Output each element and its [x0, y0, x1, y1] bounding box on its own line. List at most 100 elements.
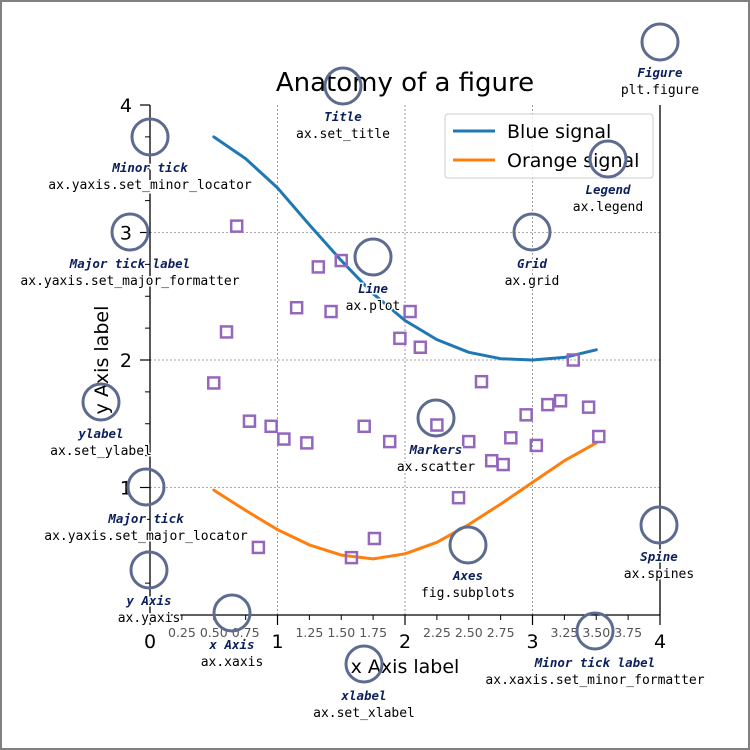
legend-annotation-title: Legend [585, 182, 631, 197]
spine-annotation-title: Spine [640, 549, 678, 564]
scatter-marker [324, 304, 338, 319]
scatter-marker [334, 253, 348, 268]
scatter-marker [413, 340, 428, 354]
markers-annotation-code: ax.scatter [397, 460, 475, 475]
figure-annotation-title: Figure [637, 65, 683, 80]
ylabel-annotation-title: ylabel [77, 426, 123, 441]
figure-annotation-code: plt.figure [621, 83, 699, 98]
scatter-marker [496, 457, 510, 472]
x-major-tick-label: 3 [526, 631, 538, 653]
markers-annotation-title: Markers [409, 442, 463, 457]
markers-annotation-marker [416, 398, 456, 438]
scatter-marker [403, 304, 417, 319]
minor-tick-label-annotation-marker [575, 611, 615, 651]
line-annotation-marker [353, 237, 393, 277]
x-minor-tick-label: 1.50 [327, 625, 355, 640]
scatter-marker [382, 434, 397, 449]
blue-signal-line [212, 135, 598, 362]
scatter-marker [207, 376, 221, 390]
x-minor-tick-label: 1.25 [295, 625, 323, 640]
chart-title: Anatomy of a figure [276, 68, 534, 98]
legend-annotation-marker [588, 139, 628, 179]
scatter-marker [451, 490, 466, 505]
scatter-marker [229, 219, 244, 233]
grid-annotation-title: Grid [517, 256, 548, 271]
ylabel-annotation-code: ax.set_ylabel [50, 444, 152, 459]
grid-annotation-marker [512, 212, 552, 252]
minor-tick-annotation-title: Minor tick [111, 160, 188, 175]
x-axis-annotation-title: x Axis [208, 637, 254, 652]
scatter-marker [251, 540, 266, 555]
ylabel-annotation-marker [81, 382, 121, 422]
y-major-tick-label: 4 [120, 95, 132, 117]
axes-spines [149, 105, 661, 616]
y-axis-label: y Axis label [91, 306, 113, 415]
x-axis-label: x Axis label [351, 656, 460, 678]
scatter-marker [430, 418, 444, 432]
x-major-tick-label: 1 [271, 631, 283, 653]
major-tick-annotation-marker [126, 467, 166, 507]
line-annotation-title: Line [358, 281, 389, 296]
scatter-marker [277, 432, 291, 446]
scatter-marker [581, 400, 596, 414]
scatter-marker [541, 397, 555, 412]
major-tick-label-annotation-marker [110, 212, 150, 252]
x-minor-tick-label: 2.25 [423, 625, 451, 640]
figure-annotation-marker [640, 22, 680, 62]
x-minor-tick-label: 3.75 [614, 625, 642, 640]
y-axis-annotation-title: y Axis [125, 593, 171, 608]
x-minor-tick-label: 2.50 [455, 625, 483, 640]
scatter-marker [300, 436, 314, 450]
y-axis-annotation-marker [129, 550, 169, 590]
scatter-marker [474, 374, 489, 389]
scatter-marker [357, 419, 371, 434]
data-series [207, 135, 606, 565]
line-annotation-code: ax.plot [346, 299, 401, 314]
scatter-marker [264, 419, 278, 434]
x-minor-tick-label: 0.25 [168, 625, 196, 640]
major-tick-annotation-title: Major tick [107, 511, 184, 526]
axes-annotation-marker [448, 525, 488, 565]
grid-annotation-code: ax.grid [505, 274, 560, 289]
title-annotation-marker [323, 66, 363, 106]
title-annotation-code: ax.set_title [296, 127, 390, 142]
x-major-tick-label: 4 [654, 631, 666, 653]
scatter-marker [242, 414, 257, 428]
scatter-marker [344, 550, 359, 565]
xlabel-annotation-title: xlabel [340, 688, 386, 703]
x-major-tick-label: 0 [144, 631, 156, 653]
scatter-marker [519, 408, 533, 422]
scatter-marker [462, 434, 476, 449]
major-tick-label-annotation-code: ax.yaxis.set_major_formatter [20, 274, 239, 289]
minor-tick-label-annotation-code: ax.xaxis.set_minor_formatter [485, 673, 704, 688]
x-minor-tick-label: 1.75 [359, 625, 387, 640]
scatter-marker [529, 438, 544, 453]
axis-labels: Anatomy of a figure x Axis label y Axis … [91, 68, 534, 678]
scatter-marker [311, 260, 326, 274]
axes-annotation-code: fig.subplots [421, 586, 515, 601]
scatter-marker [592, 429, 606, 444]
scatter-marker [367, 531, 382, 546]
scatter-marker [289, 300, 304, 315]
title-annotation-title: Title [324, 109, 362, 124]
scatter-marker [219, 325, 234, 339]
scatter-marker [504, 431, 518, 445]
minor-tick-annotation-marker [130, 117, 170, 157]
x-major-tick-label: 2 [399, 631, 411, 653]
scatter-marker [553, 394, 568, 408]
axes-annotation-title: Axes [452, 568, 483, 583]
y-major-tick-label: 2 [120, 350, 132, 372]
xlabel-annotation-marker [344, 644, 384, 684]
scatter-marker [566, 353, 581, 367]
scatter-marker [393, 331, 407, 346]
major-tick-annotation-code: ax.yaxis.set_major_locator [44, 529, 248, 544]
y-major-tick-label: 3 [120, 223, 132, 245]
orange-signal-line [212, 441, 598, 561]
legend-entry-label: Orange signal [507, 150, 639, 172]
x-axis-annotation-code: ax.xaxis [201, 655, 264, 670]
major-tick-label-annotation-title: Major tick label [69, 256, 190, 271]
